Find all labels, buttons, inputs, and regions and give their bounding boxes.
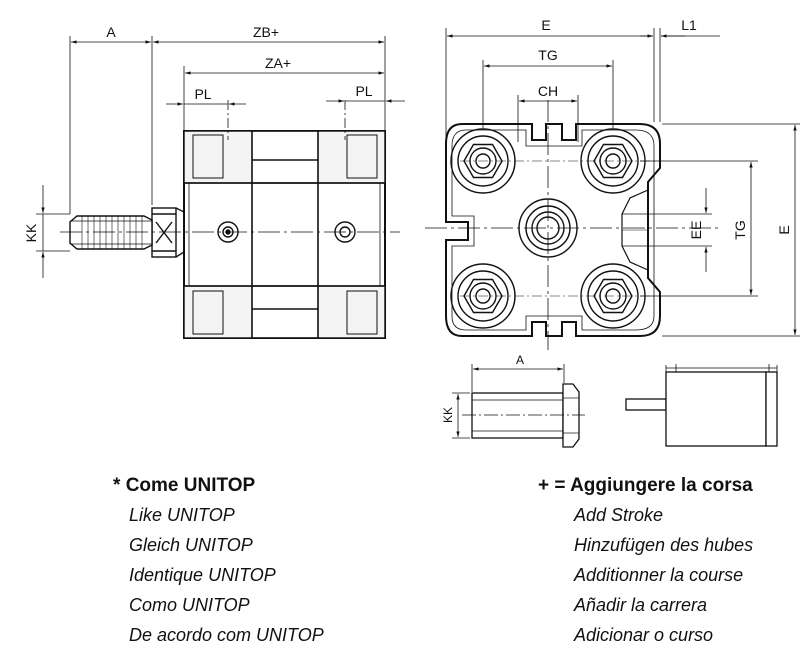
note-stroke-heading: + = Aggiungere la corsa <box>538 472 753 500</box>
note-unitop: * Come UNITOP Like UNITOP Gleich UNITOP … <box>113 472 324 650</box>
note-unitop-translation: Como UNITOP <box>129 595 250 615</box>
dim-label-za: ZA+ <box>265 55 291 71</box>
note-stroke-translation: Additionner la course <box>574 565 744 585</box>
dim-label-e-side: E <box>776 225 792 234</box>
piston-rod <box>69 215 153 250</box>
side-view-dimensions <box>36 36 405 278</box>
cylinder-tube <box>251 130 319 339</box>
note-unitop-heading-text: Come UNITOP <box>125 475 256 496</box>
note-unitop-marker: * <box>113 475 121 496</box>
side-view <box>69 130 386 339</box>
note-stroke-translation: Añadir la carrera <box>574 595 708 615</box>
note-unitop-translation: Gleich UNITOP <box>129 535 253 555</box>
dim-label-pl-rear: PL <box>355 83 372 99</box>
stroke-detail-rod <box>625 398 667 411</box>
dim-label-pl-front: PL <box>194 86 211 102</box>
rod-detail-label-kk: KK <box>441 407 455 423</box>
dim-label-e-top: E <box>541 17 550 33</box>
rod-detail-label-a: A <box>516 353 524 367</box>
front-view-dimensions <box>445 28 800 337</box>
note-stroke: + = Aggiungere la corsa Add Stroke Hinzu… <box>538 472 753 650</box>
note-unitop-translation: Identique UNITOP <box>129 565 276 585</box>
dim-label-l1: L1 <box>681 17 697 33</box>
end-cap-profile <box>445 123 661 337</box>
dim-label-tg-side: TG <box>732 220 748 239</box>
note-stroke-translation: Add Stroke <box>574 505 664 525</box>
note-stroke-marker: + = <box>538 475 566 496</box>
note-stroke-translation: Adicionar o curso <box>574 625 714 645</box>
note-stroke-translation: Hinzufügen des hubes <box>574 535 754 555</box>
dim-label-tg-top: TG <box>538 47 557 63</box>
stroke-detail-view <box>625 364 778 447</box>
rod-detail-body <box>471 392 564 439</box>
rod-detail-view <box>452 364 580 448</box>
dim-label-ee: EE <box>688 221 704 240</box>
note-unitop-heading: * Come UNITOP <box>113 472 324 500</box>
dim-label-zb: ZB+ <box>253 24 279 40</box>
note-stroke-heading-text: Aggiungere la corsa <box>570 475 753 496</box>
stroke-detail-body <box>665 371 767 447</box>
note-unitop-translation: De acordo com UNITOP <box>129 625 324 645</box>
dim-label-kk: KK <box>23 223 39 242</box>
dim-label-ch: CH <box>538 83 558 99</box>
dim-label-a: A <box>106 24 116 40</box>
note-unitop-translation: Like UNITOP <box>129 505 235 525</box>
front-view <box>445 123 661 337</box>
